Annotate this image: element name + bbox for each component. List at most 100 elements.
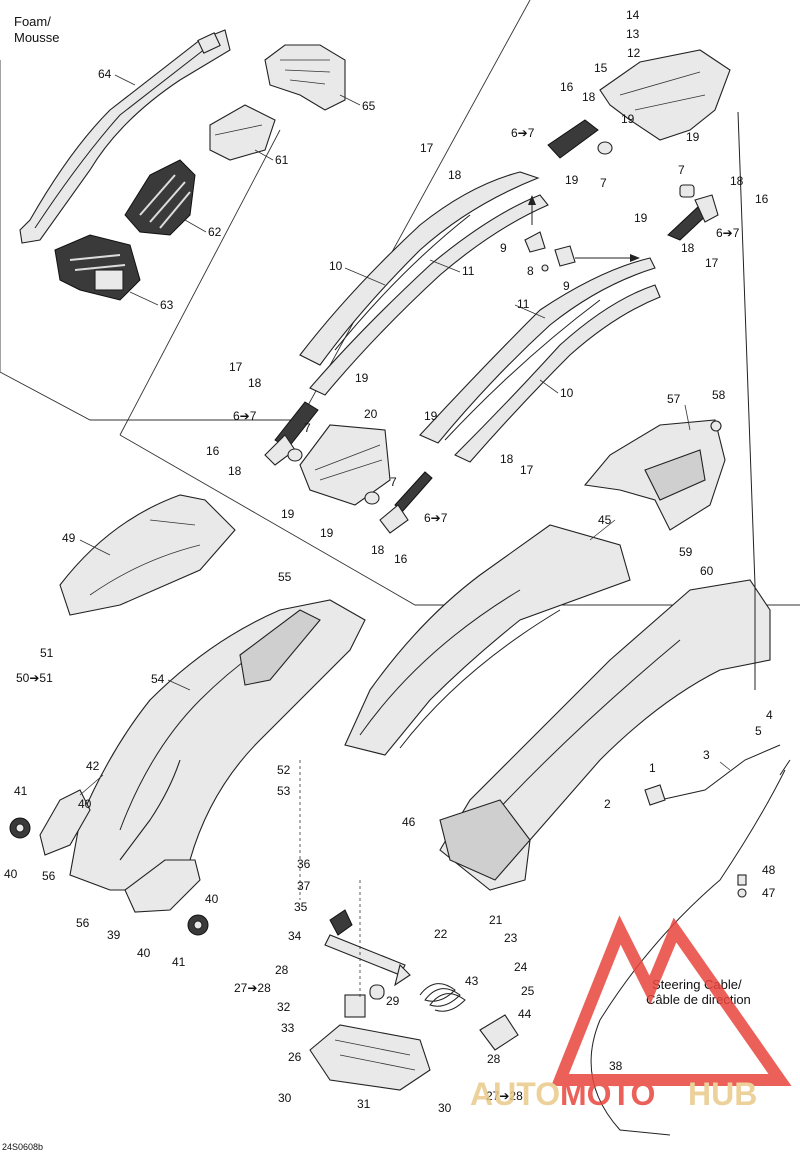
callout: 19 xyxy=(355,371,369,385)
callout: 30 xyxy=(278,1091,292,1105)
callout: 56 xyxy=(76,916,90,930)
tunnel-54 xyxy=(69,599,366,891)
callout: 54 xyxy=(151,672,165,686)
callout: 24 xyxy=(514,960,528,974)
callout-labels: 64 65 61 62 63 14 13 12 15 16 18 6➔7 19 … xyxy=(4,8,776,1115)
leader-lines xyxy=(79,74,731,796)
callout: 58 xyxy=(712,388,726,402)
callout: 18 xyxy=(582,90,596,104)
callout: 26 xyxy=(288,1050,302,1064)
tunnel-main xyxy=(439,579,771,891)
callout: 19 xyxy=(634,211,648,225)
cable-3 xyxy=(644,744,781,806)
foam-cover-65 xyxy=(264,44,346,111)
callout: 57 xyxy=(667,392,681,406)
callout: 44 xyxy=(518,1007,532,1021)
callout: 31 xyxy=(357,1097,371,1111)
callout: 43 xyxy=(465,974,479,988)
handlebar-tube-upper xyxy=(299,171,549,396)
arrow-head xyxy=(630,254,640,262)
callout: 7 xyxy=(678,163,685,177)
callout: 56 xyxy=(42,869,56,883)
callout: 8 xyxy=(527,264,534,278)
callout: 10 xyxy=(560,386,574,400)
hand-grip-right-lower xyxy=(364,471,433,534)
callout: 16 xyxy=(755,192,769,206)
callout: 18 xyxy=(681,241,695,255)
steering-column-34 xyxy=(324,934,411,987)
foam-pad-63 xyxy=(54,234,141,301)
watermark-text-a: AUTO xyxy=(470,1076,560,1112)
callout: 18 xyxy=(248,376,262,390)
callout: 49 xyxy=(62,531,76,545)
callout: 65 xyxy=(362,99,376,113)
wheel-41-right xyxy=(187,914,209,936)
callout: 16 xyxy=(394,552,408,566)
callout: 53 xyxy=(277,784,291,798)
callout: 52 xyxy=(277,763,291,777)
callout: 13 xyxy=(626,27,640,41)
ref-line-right xyxy=(737,111,756,586)
handlebar-box-frame xyxy=(119,434,800,606)
callout: 11 xyxy=(462,264,475,278)
callout: 42 xyxy=(86,759,100,773)
callout: 40 xyxy=(137,946,151,960)
diagram-code: 24S0608b xyxy=(2,1142,43,1152)
handlebar-tube-lower xyxy=(419,257,661,463)
callout: 34 xyxy=(288,929,302,943)
foam-note-fr: Mousse xyxy=(14,30,60,45)
callout: 9 xyxy=(563,279,570,293)
callout: 17 xyxy=(520,463,534,477)
callout: 39 xyxy=(107,928,121,942)
watermark-triangle-icon xyxy=(551,915,792,1086)
hand-grip-upper xyxy=(547,119,613,159)
bracket-42 xyxy=(39,789,91,856)
callout: 15 xyxy=(594,61,608,75)
part-48 xyxy=(737,874,747,898)
callout: 22 xyxy=(434,927,448,941)
callout: 19 xyxy=(686,130,700,144)
callout: 23 xyxy=(504,931,518,945)
steering-note: Steering Cable/ xyxy=(652,977,742,992)
callout: 17 xyxy=(705,256,719,270)
cover-57-58 xyxy=(583,419,726,531)
fender-49 xyxy=(59,494,236,616)
hand-grip-left-lower xyxy=(264,401,319,466)
callout: 19 xyxy=(565,173,579,187)
callout: 29 xyxy=(386,994,400,1008)
callout: 38 xyxy=(609,1059,623,1073)
callout: 64 xyxy=(98,67,112,81)
callout: 16 xyxy=(206,444,220,458)
callout: 28 xyxy=(275,963,289,977)
watermark-logo: AUTO MOTO HUB xyxy=(470,915,792,1112)
wheel-41 xyxy=(9,817,31,839)
callout: 4 xyxy=(766,708,773,722)
hand-grip-right xyxy=(667,184,719,241)
callout: 28 xyxy=(487,1052,501,1066)
base-26 xyxy=(309,984,431,1091)
callout: 12 xyxy=(627,46,641,60)
callout: 14 xyxy=(626,8,640,22)
handlebar-bracket-15 xyxy=(599,49,731,141)
callout: 6➔7 xyxy=(424,511,448,525)
callout: 62 xyxy=(208,225,222,239)
callout: 2 xyxy=(604,797,611,811)
handlebar-box-edge xyxy=(119,129,281,436)
callout: 33 xyxy=(281,1021,295,1035)
callout: 27➔28 xyxy=(234,981,271,995)
callout: 3 xyxy=(703,748,710,762)
arrow-head-up xyxy=(528,195,536,205)
foam-pad-61 xyxy=(209,104,276,161)
callout: 5 xyxy=(755,724,762,738)
foam-note: Foam/ xyxy=(14,14,51,29)
callout: 6➔7 xyxy=(716,226,740,240)
callout: 17 xyxy=(420,141,434,155)
callout: 19 xyxy=(281,507,295,521)
callout: 18 xyxy=(228,464,242,478)
callout: 18 xyxy=(371,543,385,557)
steering-note-fr: Câble de direction xyxy=(646,992,751,1007)
callout: 46 xyxy=(402,815,416,829)
callout: 16 xyxy=(560,80,574,94)
callout: 18 xyxy=(500,452,514,466)
